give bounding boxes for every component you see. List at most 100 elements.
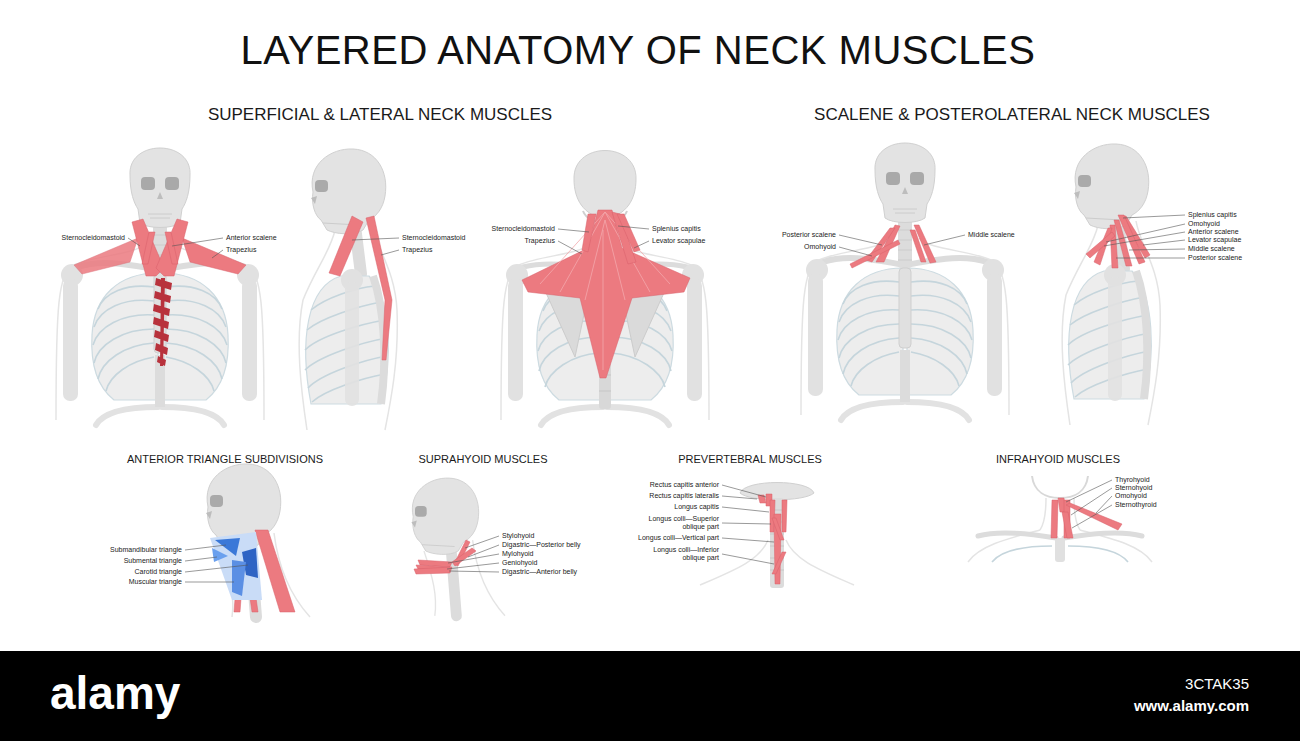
skull-base-spine (700, 483, 854, 589)
leader-line (212, 250, 223, 258)
leader-line (722, 507, 769, 512)
muscle-label: Longus colli—Vertical part (638, 534, 719, 542)
muscle-label: Stylohyoid (502, 532, 534, 540)
leader-line (447, 563, 499, 569)
skeleton-side (1062, 144, 1160, 425)
muscle-label: Submandibular triangle (110, 546, 182, 554)
illustration-part (162, 243, 264, 425)
leader-line (1104, 232, 1185, 246)
leader-line (618, 226, 649, 229)
muscle-label: Anterior scalene (226, 234, 277, 242)
leader-line (1071, 488, 1112, 515)
muscle-label: Trapezius (402, 246, 432, 254)
leader-line (449, 571, 499, 572)
muscle-shape (329, 216, 392, 360)
illustration-part (1032, 476, 1088, 498)
muscle-label: Anterior scalene (1188, 228, 1239, 236)
illustration-part (617, 214, 640, 252)
head-side (411, 478, 505, 616)
muscle-label: Longus colli—Inferior oblique part (637, 546, 719, 561)
leader-line (634, 241, 649, 248)
muscle-label: Trapezius (525, 237, 555, 245)
muscle-shape (758, 494, 787, 584)
panel-heading: PREVERTEBRAL MUSCLES (678, 453, 822, 465)
leader-line (1072, 505, 1112, 528)
illustration-part (1062, 144, 1160, 425)
leader-line (1129, 249, 1185, 250)
illustration-part (1055, 538, 1065, 562)
muscle-label: Muscular triangle (129, 578, 182, 586)
leader-line (185, 545, 226, 550)
leader-line (185, 557, 217, 561)
neck-front (968, 476, 1152, 562)
leader-line (352, 238, 399, 240)
leader-line (722, 538, 774, 542)
muscle-label: Rectus capitis anterior (650, 481, 719, 489)
muscle-label: Posterior scalene (782, 231, 836, 239)
skeleton-front (56, 148, 264, 425)
leader-line (558, 241, 582, 254)
muscle-label: Middle scalene (968, 231, 1015, 239)
muscle-label: Digastric—Anterior belly (502, 568, 577, 576)
muscle-label: Omohyoid (1188, 220, 1220, 228)
illustration-part (182, 238, 246, 274)
muscle-label: Submental triangle (124, 557, 182, 565)
leader-line (172, 238, 223, 246)
leader-line (839, 235, 882, 245)
panel-heading: SUPRAHYOID MUSCLES (419, 453, 548, 465)
skeleton-front (801, 143, 1009, 420)
illustration-part (1066, 503, 1122, 530)
muscle-label: Omohyoid (804, 243, 836, 251)
illustration-part (968, 530, 1152, 562)
muscle-label: Longus colli—Superior oblique part (637, 515, 719, 530)
leader-line (381, 250, 399, 255)
illustration-part (56, 243, 158, 425)
illustration-part (414, 567, 452, 574)
leader-line (1096, 496, 1112, 513)
muscle-label: Middle scalene (1188, 245, 1235, 253)
muscle-shape (522, 210, 690, 378)
watermark-band (0, 651, 1300, 741)
illustration-part (411, 478, 505, 616)
leader-line (1123, 215, 1185, 218)
illustration-part (782, 500, 787, 532)
panel-heading: INFRAHYOID MUSCLES (996, 453, 1120, 465)
muscle-label: Splenius capitis (1188, 211, 1237, 219)
illustration-part (1051, 500, 1058, 538)
triangle-region (210, 532, 262, 600)
muscle-label: Digastric—Posterior belly (502, 541, 581, 549)
watermark-text: 3CTAK35 (1185, 676, 1249, 693)
muscle-label: Geniohyoid (502, 559, 537, 567)
illustration-part (772, 552, 786, 574)
illustration-part (875, 143, 935, 402)
muscle-label: Trapezius (226, 246, 256, 254)
muscle-label: Levator scapulae (1188, 236, 1241, 244)
illustration-part (740, 483, 814, 500)
muscle-label: Sternothyroid (1115, 501, 1157, 509)
illustration-part (1062, 512, 1073, 538)
illustration-part (452, 548, 476, 566)
section-heading: SCALENE & POSTEROLATERAL NECK MUSCLES (814, 106, 1210, 125)
leader-line (1066, 480, 1112, 502)
leader-line (722, 523, 771, 524)
section-heading: SUPERFICIAL & LATERAL NECK MUSCLES (208, 106, 552, 125)
leader-line (1116, 258, 1185, 259)
muscle-label: Mylohyoid (502, 550, 534, 558)
illustration-part (772, 518, 784, 540)
muscle-label: Rectus capitis lateralis (649, 492, 719, 500)
diagram-title: LAYERED ANATOMY OF NECK MUSCLES (241, 28, 1036, 72)
illustration-part (366, 216, 392, 360)
leader-line (465, 536, 499, 548)
leader-line (1106, 224, 1185, 242)
leader-line (558, 229, 589, 232)
illustration-part (1040, 498, 1080, 530)
muscle-shape (74, 219, 246, 276)
illustration-part (978, 533, 1142, 538)
muscle-label: Sternohyoid (1115, 484, 1152, 492)
illustration-part (142, 232, 155, 264)
skeleton-side (299, 149, 397, 430)
illustration-part (582, 214, 596, 252)
illustration-part (130, 148, 190, 407)
illustration-part (850, 240, 900, 268)
illustration-part (299, 149, 397, 430)
